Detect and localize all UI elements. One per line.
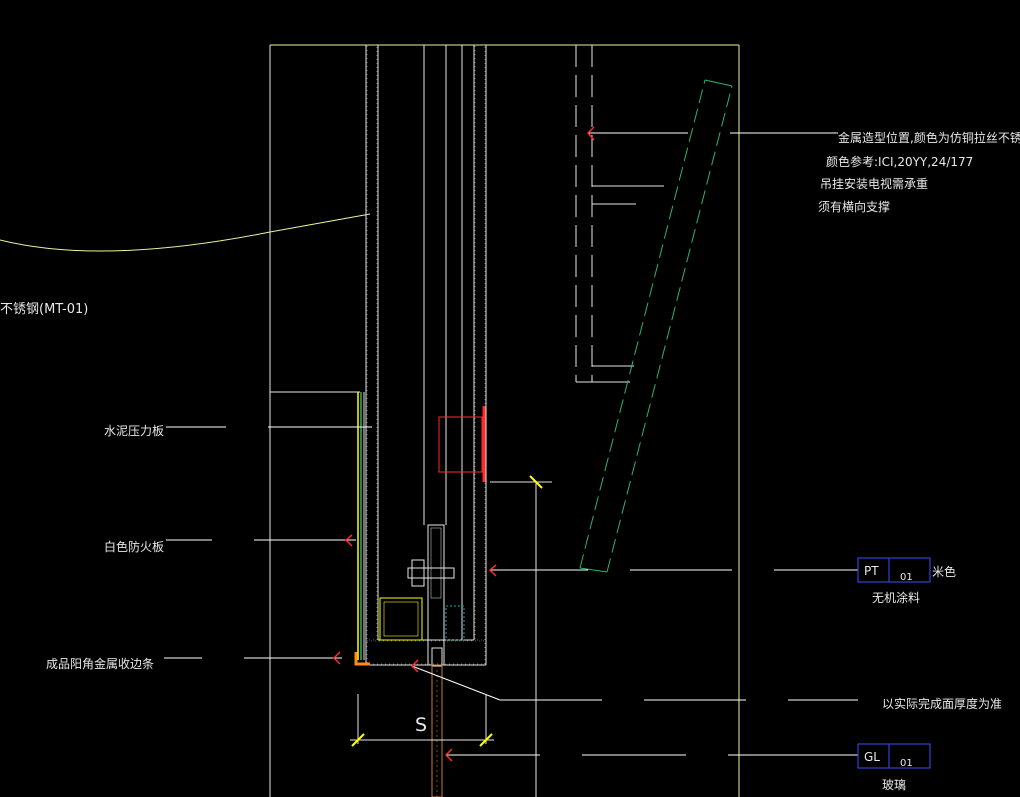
dimension-s [350,475,552,797]
note-material: 金属造型位置,颜色为仿铜拉丝不锈钢(MT [838,130,1020,145]
break-line [0,213,371,252]
tag-paint-name: 无机涂料 [872,590,920,605]
tag-glass-num: 01 [900,758,913,769]
tag-paint-color: 米色 [932,565,956,579]
detail-frame [269,44,740,797]
label-stainless: 不锈钢(MT-01) [0,302,88,317]
label-cement-board: 水泥压力板 [104,424,164,438]
wall-panel [365,44,487,666]
steel-hardware [379,524,465,667]
metal-trim [354,652,370,666]
tag-paint-num: 01 [900,572,913,583]
cladding-layers [357,392,365,660]
label-metal-trim: 成品阳角金属收边条 [46,656,154,671]
label-fire-board: 白色防火板 [104,539,164,554]
note-lateral-support: 须有横向支撑 [818,199,890,214]
tag-glass-code: GL [864,750,880,764]
leader-lines [164,132,858,756]
tag-paint-code: PT [864,564,879,578]
red-bracket [438,406,486,482]
glass-panel [431,664,443,797]
tv-panel [579,79,733,573]
tag-glass [857,743,931,769]
label-finish-thickness: 以实际完成面厚度为准 [882,696,1002,711]
dimension-label: S [415,714,427,736]
note-color-ref: 颜色参考:ICI,20YY,24/177 [826,154,973,169]
arrow-marks [332,126,595,762]
tag-paint [857,557,931,583]
tv-bracket [575,45,664,383]
note-tv-load: 吊挂安装电视需承重 [820,176,928,191]
tag-glass-name: 玻璃 [882,778,906,792]
